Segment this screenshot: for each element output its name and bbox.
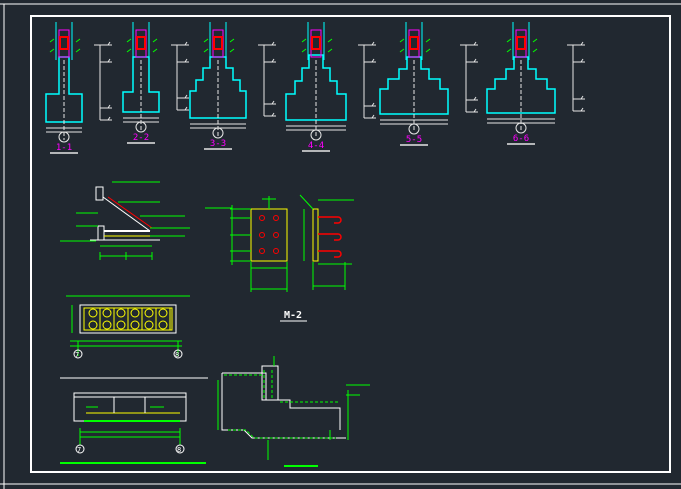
section-label-2: 2-2 [133, 133, 149, 143]
section-label-6: 6-6 [513, 134, 529, 144]
drawing-frame [30, 15, 671, 473]
section-label-5: 5-5 [406, 135, 422, 145]
footing-section-4: 4-4 [285, 22, 376, 152]
axis-bubble-7-a: 7 [75, 351, 79, 359]
rebar-grid-detail: 7 8 [66, 295, 190, 359]
embed-plate-detail: M-2 [205, 194, 354, 322]
detail-label-m2: M-2 [284, 310, 302, 321]
bracket-detail [60, 181, 190, 260]
trench-section-detail: 7 8 [60, 377, 208, 464]
section-label-4: 4-4 [308, 141, 324, 151]
footing-section-1: 1-1 [45, 22, 112, 154]
footing-section-5: 5-5 [379, 22, 478, 146]
axis-bubble-8-b: 8 [177, 446, 181, 454]
axis-bubble-8-a: 8 [175, 351, 179, 359]
step-section-detail [217, 356, 370, 467]
footing-section-3: 3-3 [189, 22, 276, 150]
axis-bubble-7-b: 7 [77, 446, 81, 454]
section-label-3: 3-3 [210, 139, 226, 149]
footing-section-6: 6-6 [486, 22, 585, 145]
footing-section-2: 2-2 [122, 22, 189, 144]
section-label-1: 1-1 [56, 143, 72, 153]
footing-sections: 1-1 2-2 3-3 4-4 5-5 6-6 [45, 22, 585, 154]
